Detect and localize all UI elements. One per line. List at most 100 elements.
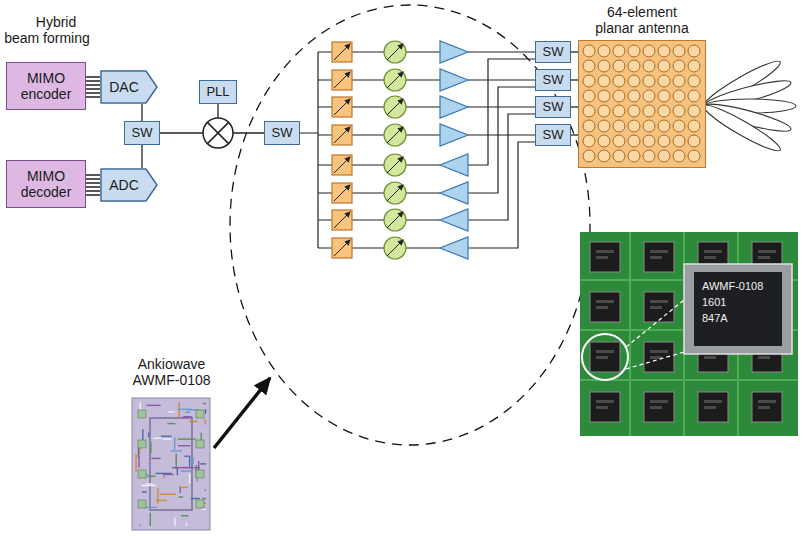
tuning-arrow	[334, 44, 350, 60]
node-label: SW	[543, 45, 564, 60]
node-label: MIMO decoder	[11, 168, 81, 200]
die-trace	[161, 435, 172, 436]
chip-marking-blur	[650, 406, 662, 409]
phase-shifter-symbol	[384, 182, 406, 204]
antenna-element	[673, 105, 685, 117]
die-trace	[172, 467, 190, 468]
die-trace	[156, 500, 167, 501]
phase-shifter-symbol	[384, 96, 406, 118]
die-trace	[146, 405, 160, 406]
antenna-element	[673, 150, 685, 162]
tuning-arrow	[334, 212, 350, 228]
antenna-element	[673, 135, 685, 147]
die-photo	[132, 398, 210, 530]
antenna-element	[688, 60, 700, 72]
chip-marking-blur	[758, 400, 776, 403]
node-label: PLL	[206, 85, 229, 100]
tuning-arrow	[387, 99, 403, 115]
die-trace	[148, 432, 149, 437]
chip-marking-blur	[596, 406, 608, 409]
die-pad	[138, 440, 146, 448]
antenna-elements	[579, 41, 704, 166]
die-texture	[136, 402, 206, 526]
antenna-element	[643, 135, 655, 147]
antenna-element	[613, 60, 625, 72]
zoom-chip-body	[694, 272, 782, 346]
attenuator-symbol	[332, 125, 352, 145]
die-trace	[203, 403, 206, 404]
chip-marking-blur	[596, 256, 608, 259]
node-label: SW	[272, 126, 293, 141]
die-trace	[205, 409, 206, 413]
pcb-board	[580, 232, 798, 436]
die-trace	[175, 453, 176, 469]
phase-shifter-symbol	[384, 69, 406, 91]
low-noise-amplifier-symbol	[440, 182, 468, 204]
antenna-element	[688, 105, 700, 117]
tuning-arrow	[387, 157, 403, 173]
attenuator-symbol	[332, 238, 352, 258]
antenna-element	[643, 105, 655, 117]
die-trace	[168, 411, 175, 412]
connector	[571, 51, 578, 52]
die-trace	[163, 438, 171, 439]
pcb-chip	[644, 292, 674, 322]
phase-shifter-symbol	[384, 41, 406, 63]
antenna-element	[643, 75, 655, 87]
node-label: SW	[543, 100, 564, 115]
antenna-element	[613, 105, 625, 117]
attenuator-symbol	[332, 183, 352, 203]
antenna-element	[688, 75, 700, 87]
antenna-element	[613, 75, 625, 87]
antenna-element	[688, 120, 700, 132]
zoom-leader	[626, 300, 684, 369]
antenna-panel	[578, 40, 706, 168]
die-pad	[138, 410, 146, 418]
die-trace	[142, 491, 147, 492]
die-trace	[192, 457, 193, 464]
chip-marking-blur	[596, 400, 614, 403]
antenna-element	[583, 45, 595, 57]
dashed-zoom-ring	[230, 5, 590, 445]
die-trace	[150, 442, 151, 453]
antenna-element	[643, 90, 655, 102]
pcb-photo	[580, 232, 798, 436]
chip-marking-blur	[596, 306, 608, 309]
pcb-chip	[590, 242, 620, 272]
pll-wire	[217, 104, 218, 118]
chip-marking: AWMF-0108	[702, 280, 763, 293]
antenna-element	[628, 60, 640, 72]
switch-box: SW	[535, 96, 571, 118]
die-trace	[184, 456, 188, 457]
pll-box: PLL	[199, 80, 237, 104]
tuning-arrow	[387, 240, 403, 256]
connector	[571, 134, 578, 135]
die-pad	[196, 470, 204, 478]
mixer-cross	[207, 122, 228, 143]
pcb-chip	[644, 342, 674, 372]
antenna-element	[628, 120, 640, 132]
pointer-arrow	[214, 378, 270, 448]
die-trace	[189, 474, 190, 484]
antenna-element	[598, 90, 610, 102]
pcb-traces	[580, 232, 798, 436]
antenna-element	[628, 150, 640, 162]
antenna-element	[598, 120, 610, 132]
die-trace	[191, 498, 200, 499]
attenuator-symbol	[332, 210, 352, 230]
die-pad	[138, 500, 146, 508]
die-pad	[138, 470, 146, 478]
encoder-box: MIMO encoder	[6, 62, 86, 110]
die-trace	[140, 524, 141, 526]
antenna-element	[628, 105, 640, 117]
die-trace	[205, 419, 206, 424]
node-label: DAC	[109, 79, 139, 95]
antenna-element	[583, 75, 595, 87]
antenna-element	[613, 45, 625, 57]
die-trace	[151, 458, 160, 459]
die-trace	[141, 485, 156, 486]
die-block	[150, 418, 192, 510]
tuning-arrow	[387, 72, 403, 88]
die-trace	[154, 438, 162, 439]
die-trace	[201, 509, 206, 510]
